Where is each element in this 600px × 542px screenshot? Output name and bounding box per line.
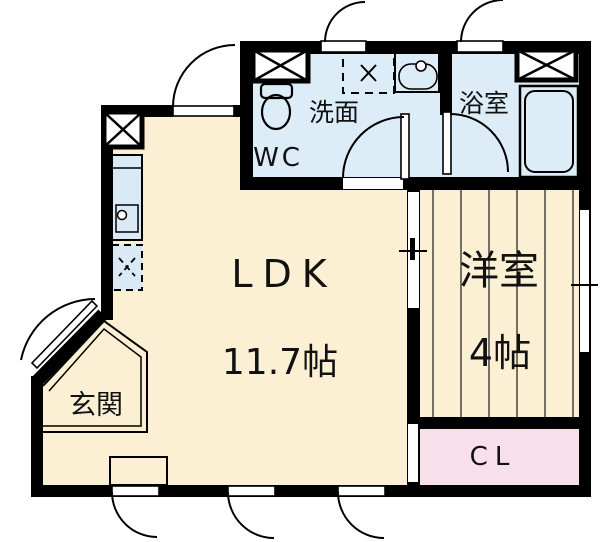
door-leaf-bottom-3 — [337, 485, 386, 497]
western-room-size-label: 4帖 — [469, 331, 531, 375]
wall-western-closet — [407, 417, 591, 429]
closet-side-opening — [408, 424, 418, 482]
closet-label: CL — [470, 442, 517, 472]
door-leaf-ldk-top — [172, 105, 235, 117]
ldk-size-label: 11.7帖 — [222, 342, 338, 383]
door-arc-bottom-1 — [111, 491, 158, 538]
toilet-icon — [259, 82, 294, 131]
room-labels: LDK 11.7帖 洋室 4帖 玄関 WC 洗面 浴室 CL — [69, 89, 539, 472]
wall-entrance-diagonal — [32, 309, 108, 386]
door-arc-entrance — [20, 298, 96, 361]
wall-bottom — [31, 485, 591, 497]
western-room-floor — [413, 183, 584, 423]
wall-water-left — [240, 41, 253, 181]
sliding-door-divider — [410, 238, 415, 260]
washroom-door-opening — [343, 178, 403, 189]
door-arc-washroom-top — [324, 1, 366, 43]
pillar-hatches — [101, 47, 579, 150]
bathroom-label: 浴室 — [459, 89, 509, 118]
wall-left-upper — [101, 110, 113, 320]
kitchen-counter-icon — [111, 154, 143, 241]
door-leaf-entrance — [30, 299, 99, 370]
washroom-label: 洗面 — [309, 98, 359, 127]
door-leaf-bottom-2 — [227, 485, 276, 497]
wc-label: WC — [253, 143, 303, 173]
door-swing-arcs — [20, 0, 509, 539]
wall-washroom-bathroom — [440, 41, 452, 115]
refrigerator-space-icon — [111, 244, 143, 291]
wall-left-lower — [31, 376, 43, 497]
kitchen-sink-icon — [115, 204, 139, 233]
door-leaf-bath-top — [456, 40, 504, 53]
pillar-hatch-ldk — [101, 109, 145, 150]
pillar-hatch-wc — [250, 47, 311, 84]
entrance-label: 玄関 — [69, 390, 123, 421]
door-arc-bottom-2 — [227, 491, 275, 539]
door-arc-bottom-3 — [337, 491, 385, 539]
window-opening — [580, 210, 589, 352]
door-leaf-washroom-top — [320, 40, 367, 53]
door-arc-bathroom — [449, 113, 509, 173]
door-arc-washroom — [342, 116, 405, 179]
door-arc-bath-top — [460, 0, 504, 43]
door-leaf-bathroom — [442, 111, 452, 175]
door-leaves — [30, 40, 504, 497]
door-leaf-bottom-1 — [111, 485, 160, 497]
closet-floor — [413, 423, 584, 490]
door-arc-ldk-top — [172, 44, 236, 108]
pillar-hatch-bath — [514, 47, 579, 83]
wood-floor-lines — [432, 183, 574, 417]
western-room-label: 洋室 — [459, 248, 539, 294]
door-leaf-washroom — [400, 113, 410, 180]
ldk-label: LDK — [231, 252, 336, 296]
